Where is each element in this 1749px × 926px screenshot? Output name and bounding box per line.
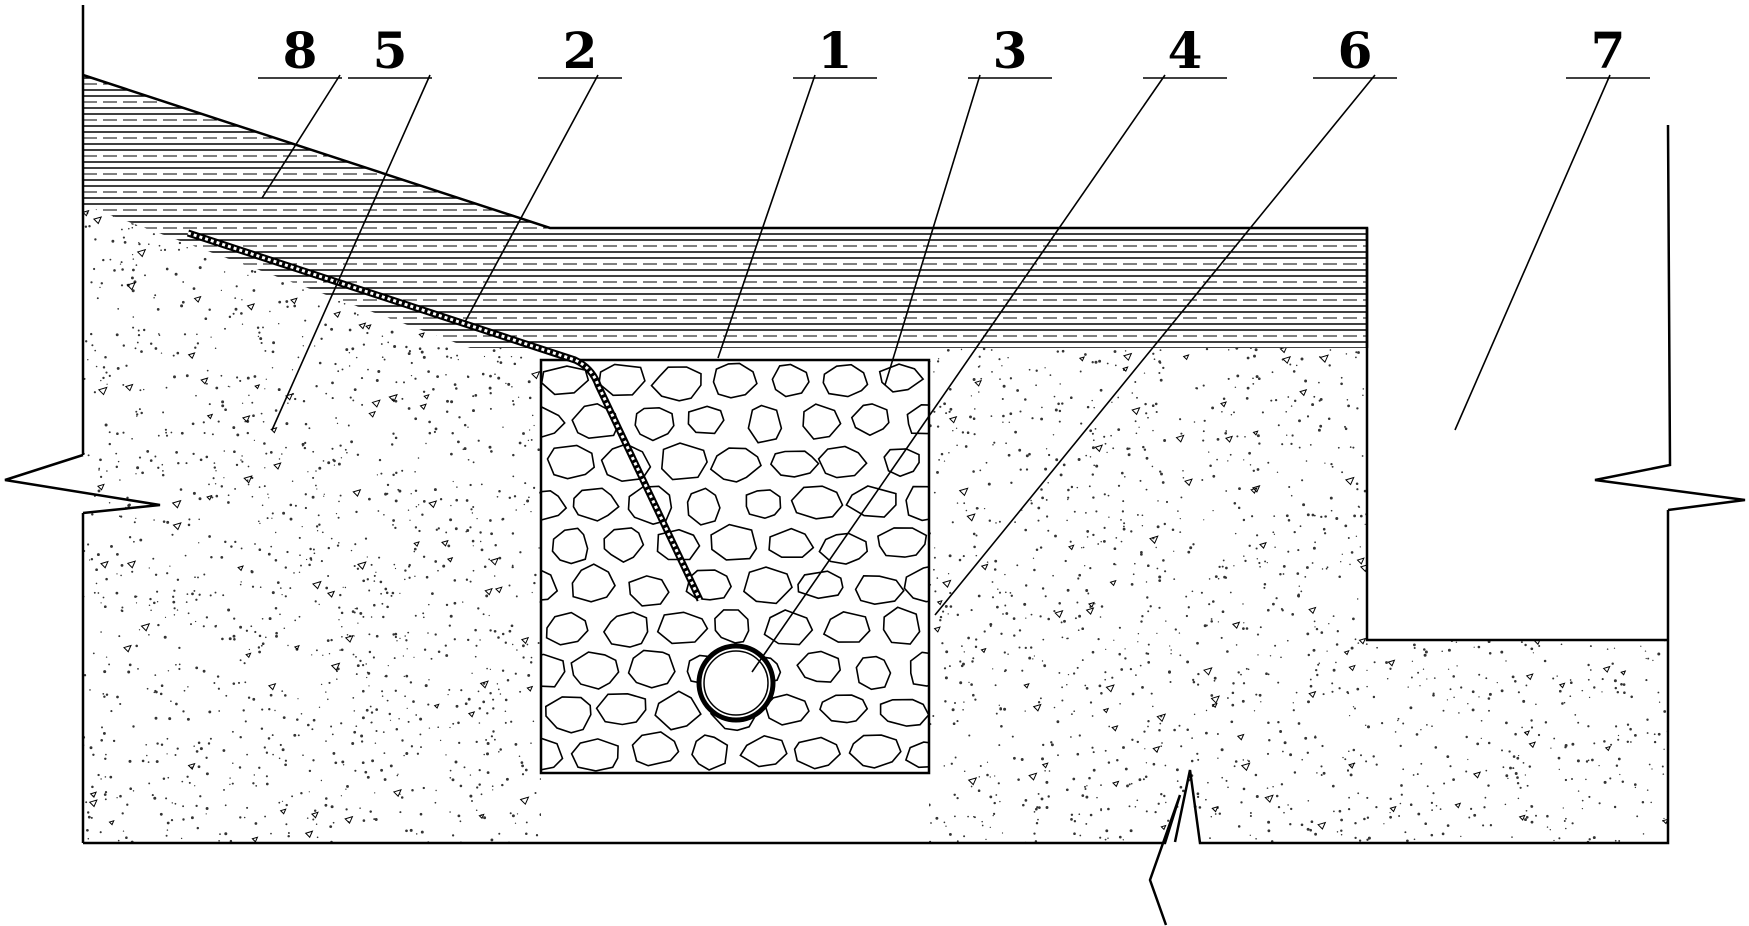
callout-labels: 8 5 2 1 3 4 6 7 [283,21,1626,80]
callout-7: 7 [1591,21,1626,80]
callout-5: 5 [373,21,408,80]
callout-6: 6 [1338,21,1373,80]
drain-pipe [696,643,776,723]
structure-outline [4,5,1746,926]
callout-leaders [258,74,1650,673]
callout-4: 4 [1168,21,1203,80]
callout-8: 8 [283,21,318,80]
drainage-strip [186,229,704,602]
impermeable-layer-hatch [82,73,1369,348]
callout-3: 3 [993,21,1028,80]
callout-1: 1 [818,21,853,80]
callout-2: 2 [563,21,598,80]
